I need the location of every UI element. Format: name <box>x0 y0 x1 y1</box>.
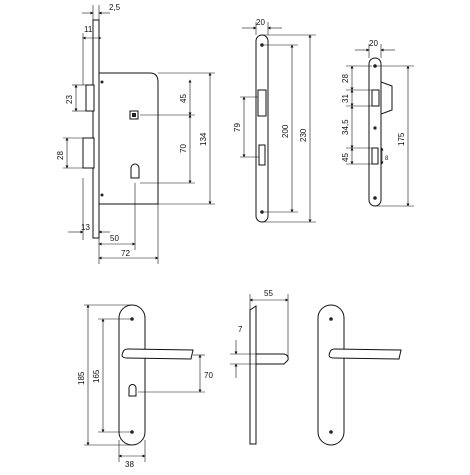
back-lever <box>328 348 402 360</box>
side-plate <box>249 305 257 445</box>
faceplate-bolt-opening <box>258 144 266 166</box>
dim-follower-to-top: 45 <box>179 94 188 103</box>
dim-upper-bolt: 23 <box>65 95 74 104</box>
dim-strike-bolt-width: 8 <box>385 156 389 162</box>
strike-body <box>368 57 382 207</box>
dim-strike-top-latch: 28 <box>341 74 350 83</box>
dim-side-offset: 7 <box>238 325 243 334</box>
dim-handle-width: 38 <box>125 460 134 469</box>
dim-latch-height: 28 <box>56 151 65 160</box>
dim-strike-width: 20 <box>369 39 378 48</box>
dim-strike-gap: 34,5 <box>341 119 350 135</box>
dim-strike-latch: 31 <box>341 94 350 103</box>
dim-top-width: 2,5 <box>109 3 121 12</box>
handle-side-view: 55 7 <box>230 289 289 445</box>
dim-bottom-offset: 13 <box>81 223 90 232</box>
dim-strike-length: 175 <box>397 132 406 146</box>
faceplate-latch-opening <box>257 89 267 117</box>
handle-plate <box>118 304 146 446</box>
strike-latch-opening <box>371 89 380 107</box>
dim-faceplate-width: 11 <box>84 25 93 34</box>
dim-faceplate-length: 230 <box>299 128 308 142</box>
handle-back-view <box>317 304 402 446</box>
side-lever <box>255 353 289 365</box>
strike-bolt-opening <box>371 147 379 165</box>
faceplate-body <box>255 34 269 223</box>
dim-handle-to-keyhole: 70 <box>204 371 213 380</box>
upper-bolt <box>85 84 95 112</box>
latch-bolt <box>82 137 95 169</box>
handle-front-view: 185 165 70 38 <box>77 304 213 469</box>
lock-case-view: 2,5 11 23 28 45 70 134 13 50 <box>56 3 215 264</box>
dim-strike-bolt: 45 <box>341 153 350 162</box>
dim-case-depth: 72 <box>121 249 130 258</box>
faceplate-view: 20 79 200 230 <box>233 18 316 223</box>
dim-faceplate-plate-width: 20 <box>256 18 265 27</box>
lock-faceplate <box>92 19 100 239</box>
dim-faceplate-latch: 79 <box>233 123 242 132</box>
dim-handle-holes: 165 <box>92 369 101 383</box>
dim-faceplate-holes: 200 <box>281 124 290 138</box>
back-plate <box>317 304 345 446</box>
follower-square <box>129 110 139 120</box>
handle-lever <box>121 348 194 360</box>
keyhole-icon <box>130 163 140 179</box>
handle-keyhole-icon <box>128 384 137 397</box>
strike-lip <box>380 81 393 115</box>
dim-case-height: 134 <box>199 132 208 146</box>
dim-side-projection: 55 <box>264 289 273 298</box>
lock-body <box>99 72 159 205</box>
dim-backset: 50 <box>110 234 119 243</box>
strike-plate-view: 20 28 31 34,5 45 8 175 <box>341 39 414 207</box>
dim-handle-height: 185 <box>77 371 86 385</box>
dim-follower-to-keyhole: 70 <box>179 144 188 153</box>
